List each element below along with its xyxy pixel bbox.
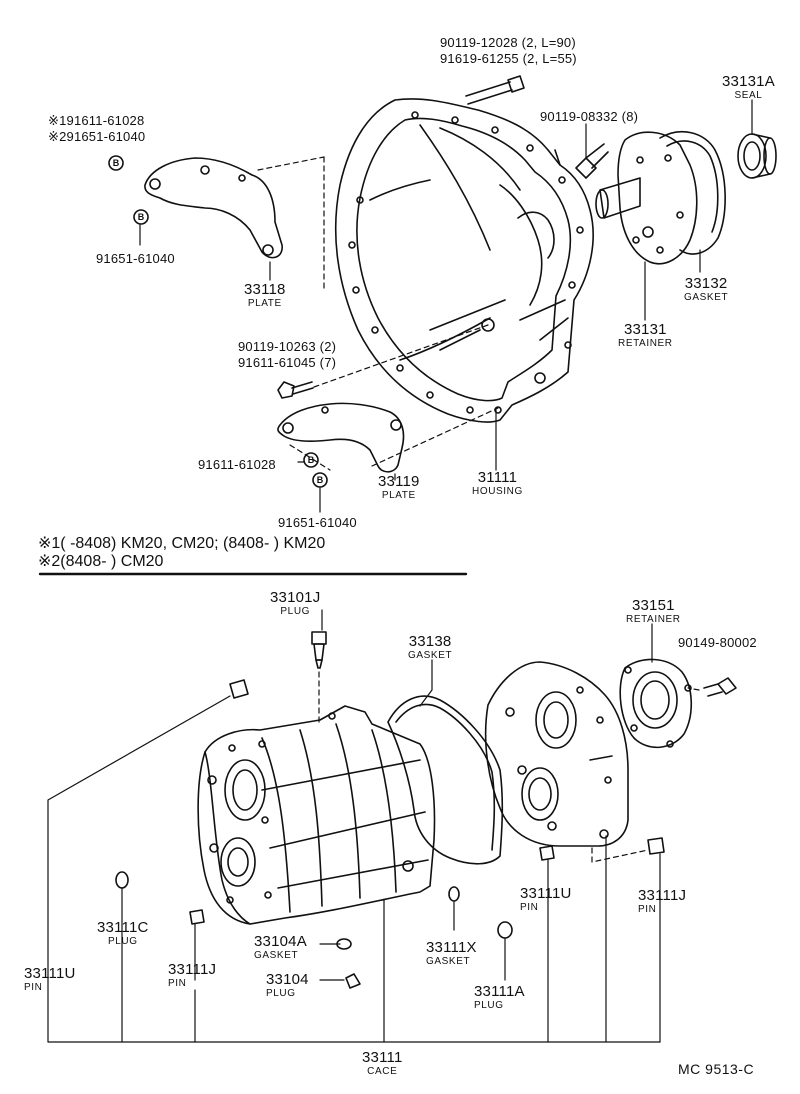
top-leader-lines [139,99,753,513]
label-33138-gasket: 33138 GASKET [408,634,452,661]
part-number: 33111C [97,919,149,936]
fastener-91651-61040-lower: 91651-61040 [278,515,357,530]
part-name: HOUSING [472,486,523,497]
fastener-note1-91611-61028: ※191611-61028 [48,113,145,128]
part-name: RETAINER [618,338,673,349]
bolt-90119-08332-drawing [575,143,609,179]
part-name: PIN [638,904,657,915]
part-name: PLUG [266,988,296,999]
plate-33118-drawing [144,157,283,259]
label-33101J-plug: 33101J PLUG [270,590,320,617]
applicability-note-1: ※1( -8408) KM20, CM20; (8408- ) KM20 [38,535,326,552]
bottom-dashed-leaders [318,671,700,863]
part-number: 33111A [474,983,525,1000]
label-33131A-seal: 33131A SEAL [722,74,775,101]
part-number: 33101J [270,589,321,606]
part-name: PIN [24,982,43,993]
bolt-90149-80002-drawing [703,677,737,697]
part-number: 33111J [168,961,217,978]
bolt-marker-b: B [113,158,120,168]
part-number: 33131 [623,321,667,338]
label-33104-plug: 33104 PLUG [266,972,309,999]
part-name: SEAL [734,90,763,101]
fastener-90119-12028: 90119-12028 (2, L=90) [440,35,576,50]
part-name: CACE [367,1066,398,1077]
part-name: GASKET [684,292,729,303]
plug-33101J-drawing [311,631,327,669]
part-number: 33111J [638,887,687,904]
bolt-markers [108,155,328,488]
part-name: PLATE [381,490,416,501]
bottom-leader-lines [47,609,661,1043]
label-31111-housing: 31111 HOUSING [472,470,523,497]
part-number: 33119 [378,473,420,490]
fastener-note2-91651-61040: ※291651-61040 [48,129,146,144]
part-number: 33111U [24,965,76,982]
bolt-marker-b: B [138,212,145,222]
label-33132-gasket: 33132 GASKET [684,276,728,303]
fastener-90119-08332: 90119-08332 (8) [540,109,639,124]
part-number: 33132 [684,275,728,292]
bolt-90119-12028-drawing [465,75,525,105]
case-33111-drawing [197,705,436,925]
label-33118-plate: 33118 PLATE [244,282,286,309]
part-number: 33111 [362,1049,403,1066]
bolt-marker-b: B [317,475,324,485]
label-33104A-gasket: 33104A GASKET [254,934,307,961]
label-33111C-plug: 33111C PLUG [97,920,149,947]
housing-31111-drawing [334,98,594,423]
label-33119-plate: 33119 PLATE [378,474,420,501]
retainer-33131-drawing [595,131,698,265]
fastener-90119-10263: 90119-10263 (2) [238,339,337,354]
fastener-91611-61028: 91611-61028 [198,457,276,472]
part-number: 33111U [520,885,572,902]
label-33111U-pin-left: 33111U PIN [24,966,76,993]
part-number: 33138 [408,633,452,650]
part-number: 33118 [244,281,286,298]
label-33111J-pin-right: 33111J PIN [638,888,686,915]
diagram-code: MC 9513-C [678,1061,755,1077]
plate-33119-drawing [277,402,405,473]
part-name: PLUG [107,936,138,947]
gasket-33138-drawing [387,695,504,865]
gasket-33132-drawing [659,130,726,255]
top-dashed-leaders [257,156,499,471]
part-number: 33131A [722,73,775,90]
applicability-note-2: ※2(8408- ) CM20 [38,553,164,570]
fastener-91619-61255: 91619-61255 (2, L=55) [440,51,577,66]
fastener-91651-61040-upper: 91651-61040 [96,251,175,266]
seal-33131A-drawing [737,133,777,179]
label-33111U-pin-right: 33111U PIN [520,886,572,913]
label-33131-retainer: 33131 RETAINER [618,322,673,349]
part-name: PLUG [474,1000,504,1011]
part-name: GASKET [254,950,299,961]
label-33111A-plug: 33111A PLUG [474,984,525,1011]
bolt-marker-b: B [308,455,315,465]
part-number: 33111X [426,939,477,956]
part-name: PLUG [280,606,311,617]
label-33111J-pin-left: 33111J PIN [168,962,216,989]
fastener-91611-61045: 91611-61045 (7) [238,355,337,370]
part-name: PIN [168,978,187,989]
small-parts-drawing [115,679,665,989]
bolt-marker-glyphs: B B B B [113,158,324,485]
label-33151-retainer: 33151 RETAINER [626,598,681,625]
part-name: GASKET [408,650,453,661]
part-name: PLATE [247,298,282,309]
label-33111-case: 33111 CACE [362,1050,403,1077]
part-name: PIN [520,902,539,913]
part-number: 31111 [477,469,518,486]
part-name: RETAINER [626,614,681,625]
part-number: 33151 [631,597,675,614]
part-number: 33104A [254,933,307,950]
retainer-33151-drawing [619,658,693,749]
bolt-91611-61045-drawing [277,381,314,399]
fastener-90149-80002: 90149-80002 [678,635,757,650]
part-number: 33104 [266,971,309,988]
label-33111X-gasket: 33111X GASKET [426,940,477,967]
intermediate-plate-drawing [484,661,629,847]
part-name: GASKET [426,956,471,967]
